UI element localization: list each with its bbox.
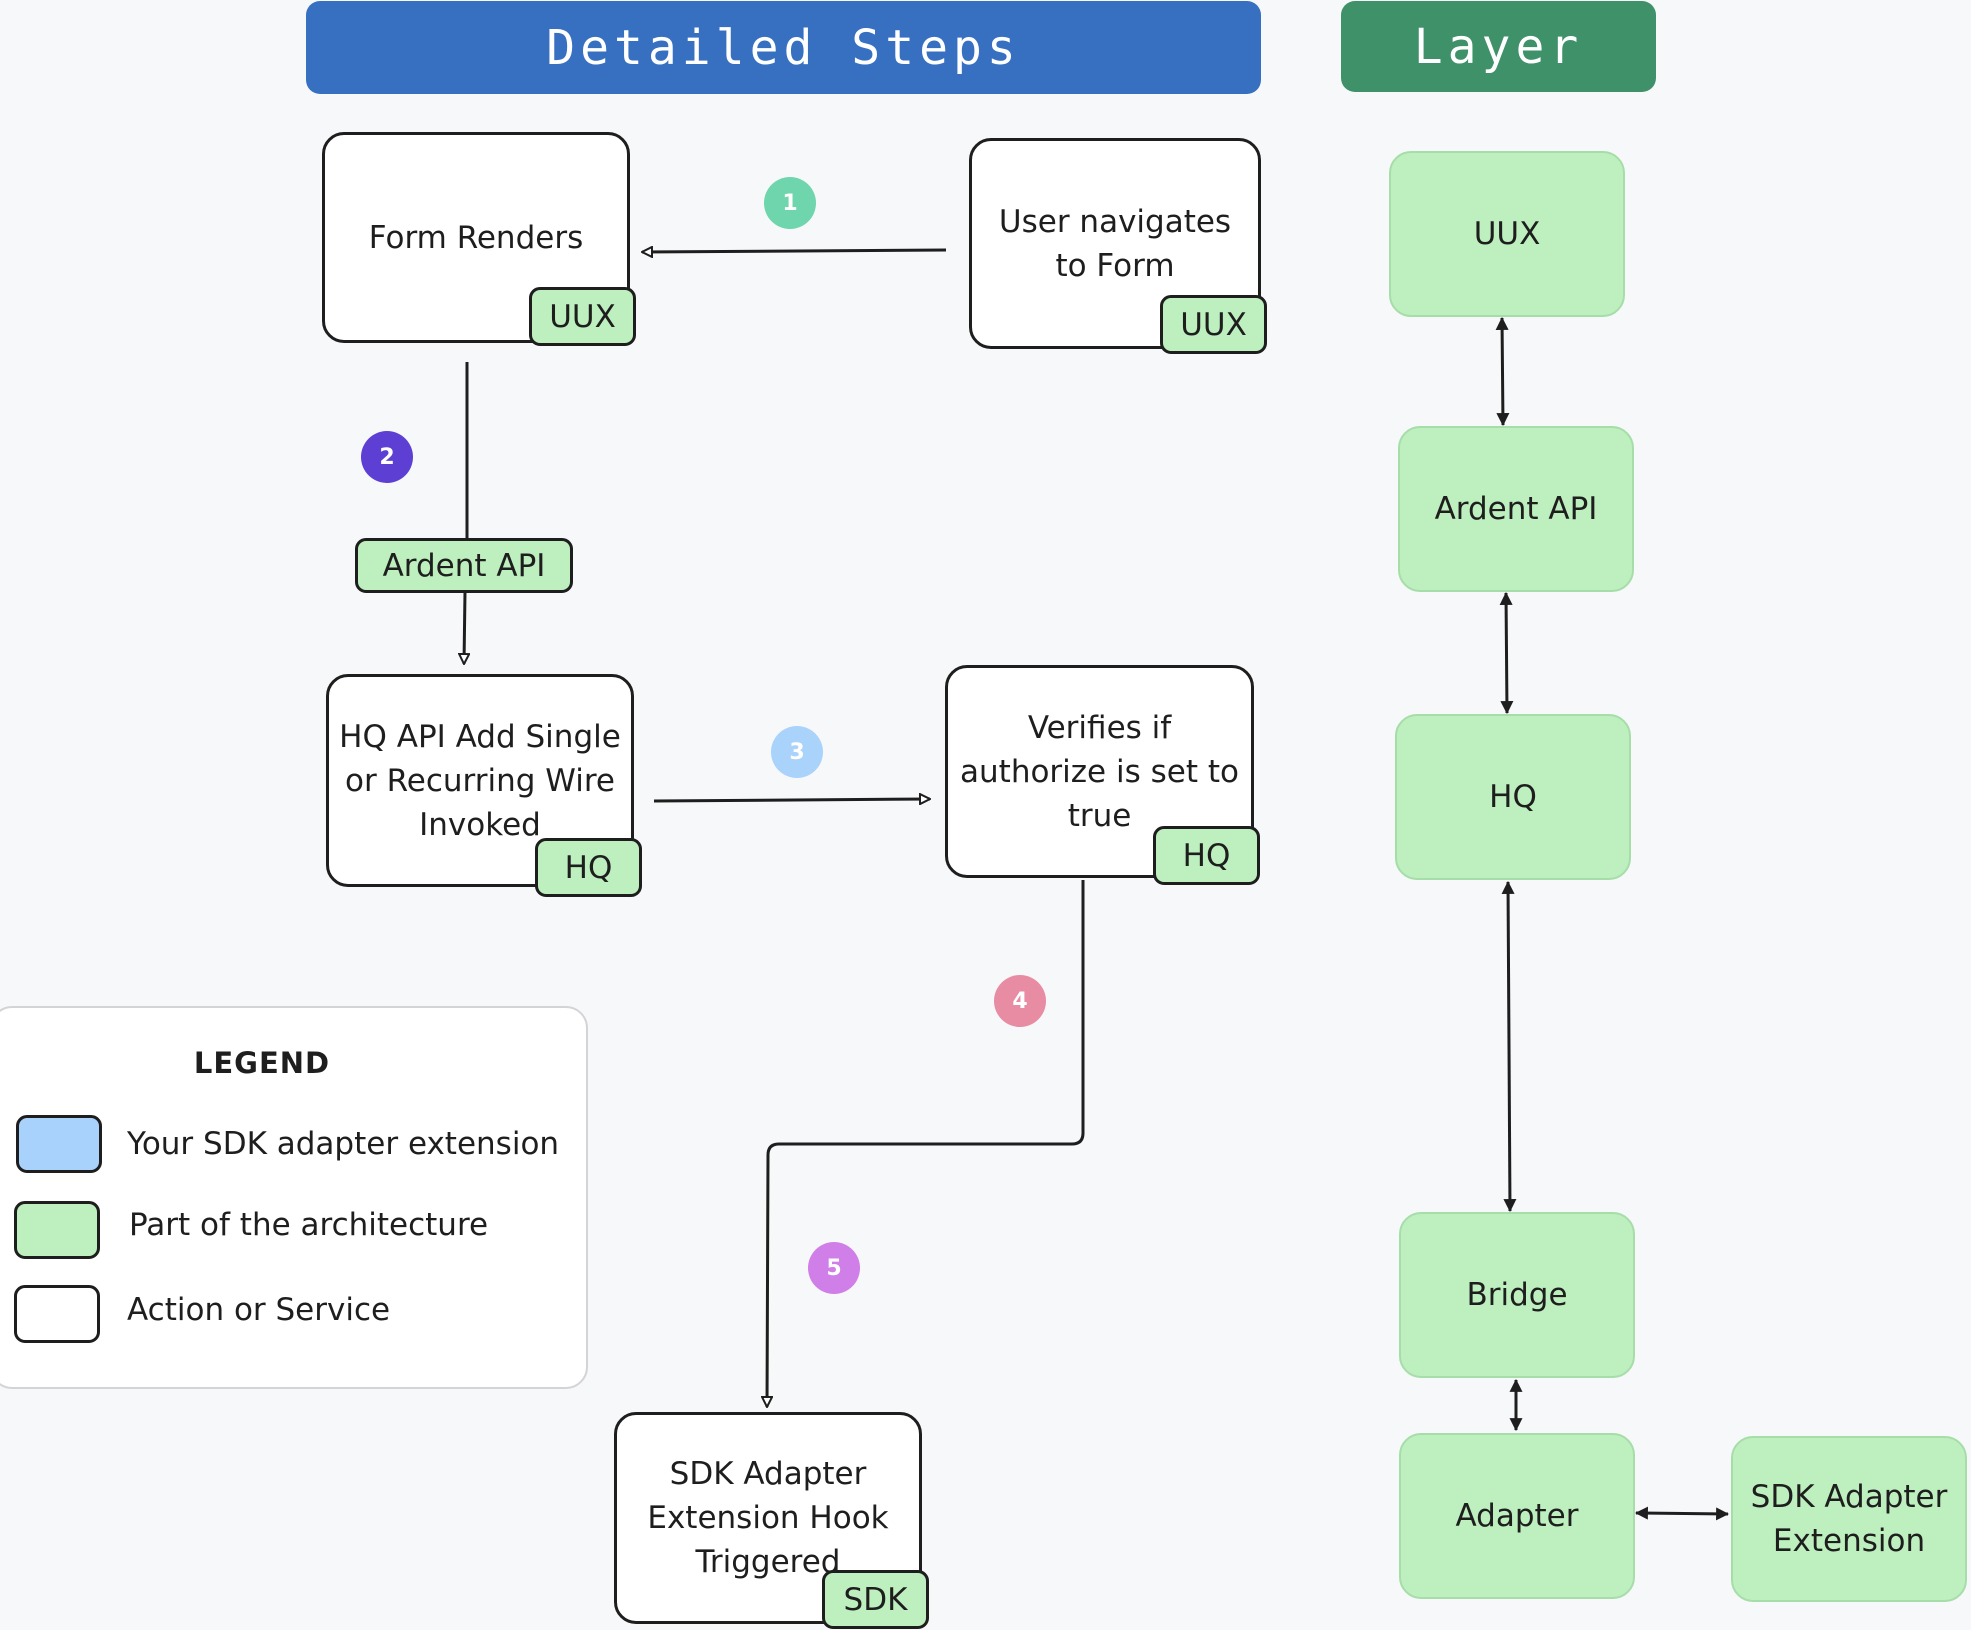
legend-label-action: Action or Service	[127, 1292, 391, 1328]
arrow-step-4-5	[767, 880, 1085, 1407]
step-2-badge: 2	[361, 431, 413, 483]
layer-sdk-adapter-extension[interactable]: SDK Adapter Extension	[1731, 1436, 1967, 1602]
legend-swatch-architecture	[14, 1201, 100, 1259]
hq-api-add-node[interactable]: HQ API Add Single or Recurring Wire Invo…	[326, 674, 642, 897]
layer-ardent-api[interactable]: Ardent API	[1398, 426, 1634, 592]
layer-hq[interactable]: HQ	[1395, 714, 1631, 880]
layer-adapter[interactable]: Adapter	[1399, 1433, 1635, 1599]
arrow-step-1	[642, 250, 947, 252]
form-renders-label: Form Renders	[368, 219, 584, 256]
user-navigates-label: User navigates to Form	[998, 203, 1232, 284]
layer-arrow-uux-ardent	[1495, 316, 1510, 427]
layer-bridge[interactable]: Bridge	[1399, 1212, 1635, 1378]
step-1-badge: 1	[764, 177, 816, 229]
form-renders-uux-tag: UUX	[529, 287, 636, 346]
detailed-steps-header: Detailed Steps	[306, 1, 1261, 94]
verifies-label: Verifies if authorize is set to true	[960, 709, 1239, 834]
hq-api-add-hq-tag: HQ	[535, 838, 642, 897]
step-5-badge: 5	[808, 1242, 860, 1294]
sdk-hook-node[interactable]: SDK Adapter Extension Hook Triggered SDK	[614, 1412, 929, 1629]
form-renders-node[interactable]: Form Renders UUX	[322, 132, 636, 346]
layer-arrow-adapter-sdk	[1634, 1506, 1730, 1521]
layer-uux[interactable]: UUX	[1389, 151, 1625, 317]
arrow-step-3	[653, 799, 930, 801]
legend-swatch-sdk-extension	[16, 1115, 102, 1173]
legend-title: LEGEND	[193, 1046, 331, 1080]
user-navigates-uux-tag: UUX	[1160, 295, 1267, 354]
sdk-hook-sdk-tag: SDK	[822, 1570, 929, 1629]
arrow-step-2-b	[464, 591, 465, 664]
verifies-node[interactable]: Verifies if authorize is set to true HQ	[945, 665, 1260, 885]
ardent-api-tag[interactable]: Ardent API	[355, 538, 573, 593]
legend-swatch-action	[14, 1285, 100, 1343]
user-navigates-node[interactable]: User navigates to Form UUX	[969, 138, 1267, 354]
legend-label-sdk-extension: Your SDK adapter extension	[127, 1126, 560, 1162]
hq-api-add-label: HQ API Add Single or Recurring Wire Invo…	[339, 718, 621, 843]
legend-label-architecture: Part of the architecture	[129, 1207, 489, 1243]
verifies-hq-tag: HQ	[1153, 826, 1260, 885]
sdk-hook-label: SDK Adapter Extension Hook Triggered	[647, 1456, 889, 1580]
layer-header: Layer	[1341, 1, 1656, 92]
layer-arrow-ardent-hq	[1499, 591, 1514, 715]
step-3-badge: 3	[771, 726, 823, 778]
layer-arrow-hq-bridge	[1501, 880, 1517, 1213]
legend-panel: LEGEND Your SDK adapter extension Part o…	[0, 1006, 588, 1389]
step-4-badge: 4	[994, 975, 1046, 1027]
